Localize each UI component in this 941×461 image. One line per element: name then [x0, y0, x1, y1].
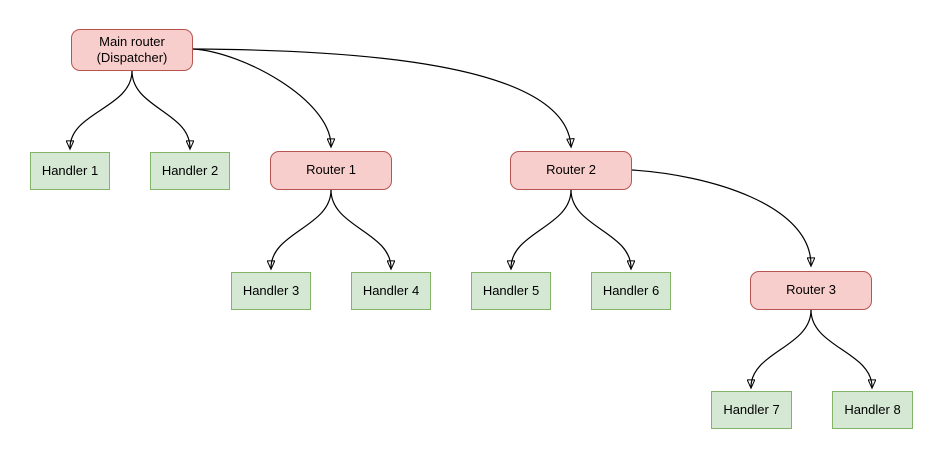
node-handler-2: Handler 2: [150, 152, 230, 190]
edge-main-router-to-router-1: [192, 48, 331, 146]
edge-main-router-to-handler-1: [70, 70, 133, 148]
node-handler-8: Handler 8: [832, 391, 913, 429]
node-main-router: Main router (Dispatcher): [71, 29, 193, 71]
node-router-3: Router 3: [750, 271, 872, 310]
edge-main-router-to-handler-2: [131, 70, 190, 148]
node-handler-6: Handler 6: [591, 272, 671, 310]
edge-main-router-to-router-2: [192, 48, 571, 146]
edge-router-1-to-handler-4: [330, 189, 391, 268]
edge-router-3-to-handler-8: [810, 309, 872, 387]
edge-router-2-to-handler-6: [570, 189, 631, 268]
node-handler-4: Handler 4: [351, 272, 431, 310]
edge-router-2-to-router-3: [631, 169, 811, 265]
edge-router-3-to-handler-7: [751, 309, 812, 387]
node-router-2: Router 2: [510, 151, 632, 190]
edge-router-1-to-handler-3: [271, 189, 332, 268]
node-handler-5: Handler 5: [471, 272, 551, 310]
edge-router-2-to-handler-5: [511, 189, 572, 268]
node-handler-7: Handler 7: [711, 391, 792, 429]
node-handler-3: Handler 3: [231, 272, 311, 310]
node-router-1: Router 1: [270, 151, 392, 190]
node-handler-1: Handler 1: [30, 152, 110, 190]
